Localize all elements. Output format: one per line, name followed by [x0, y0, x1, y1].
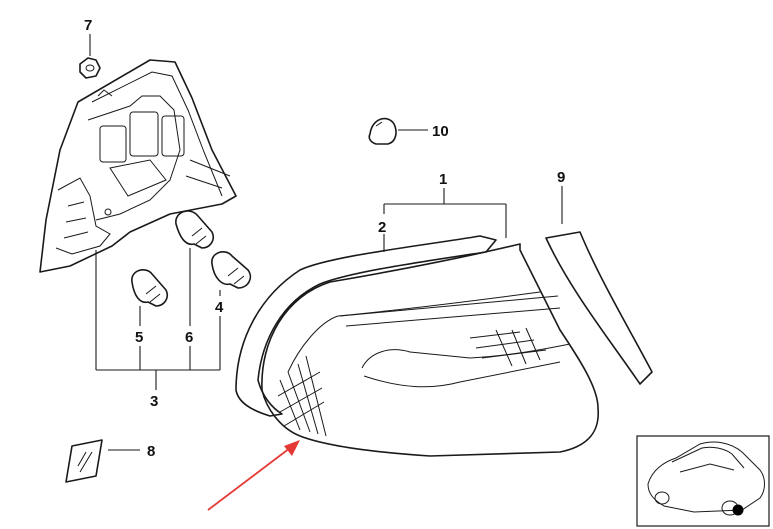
label-sticker-icon[interactable] — [65, 439, 103, 483]
callout-5: 5 — [135, 329, 143, 346]
bulb-icon[interactable] — [175, 210, 215, 249]
cap-icon[interactable] — [368, 117, 397, 145]
callout-4: 4 — [215, 299, 224, 316]
trim-strip[interactable] — [545, 231, 653, 385]
callout-6: 6 — [185, 329, 193, 346]
leader-group-1 — [383, 188, 507, 252]
callout-7: 7 — [84, 17, 92, 34]
nut-icon[interactable] — [79, 57, 101, 79]
bulb-icon[interactable] — [211, 251, 252, 289]
tail-light-housing[interactable] — [235, 235, 600, 457]
location-marker — [732, 504, 744, 516]
red-arrow-icon — [207, 440, 300, 511]
callout-9: 9 — [557, 169, 565, 186]
leader-group-3 — [95, 248, 221, 390]
bulb-icon[interactable] — [131, 269, 169, 307]
callout-3: 3 — [150, 393, 158, 410]
callout-8: 8 — [147, 443, 155, 460]
bulb-carrier[interactable] — [39, 59, 237, 273]
callout-10: 10 — [432, 123, 449, 140]
callout-1: 1 — [439, 171, 447, 188]
callout-2: 2 — [378, 219, 386, 236]
car-thumbnail-icon[interactable] — [636, 435, 770, 527]
